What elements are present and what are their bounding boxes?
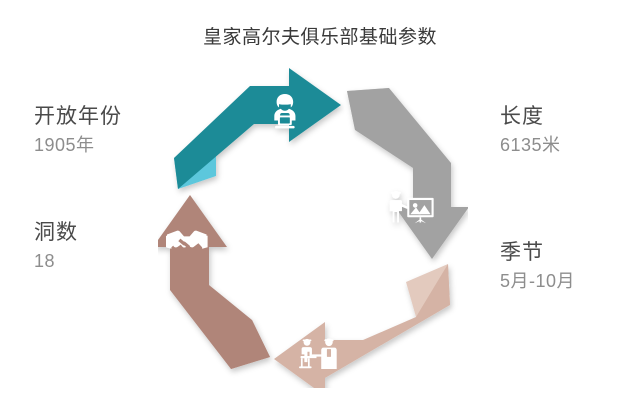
label-length: 长度 6135米 — [500, 104, 561, 158]
label-holes-value: 18 — [34, 251, 56, 271]
label-open-year: 开放年份 1905年 — [34, 104, 122, 158]
right-arrow[interactable] — [347, 88, 468, 259]
top-arrow-body — [174, 68, 341, 189]
label-length-title: 长度 — [500, 105, 544, 128]
label-open-year-title: 开放年份 — [34, 105, 122, 128]
cycle-diagram-svg — [158, 68, 468, 388]
bottom-arrow[interactable] — [274, 264, 450, 388]
left-arrow-body — [158, 195, 270, 369]
bottom-arrow-body — [274, 264, 450, 388]
label-open-year-value: 1905年 — [34, 135, 95, 155]
label-season: 季节 5月-10月 — [500, 240, 575, 294]
label-length-value: 6135米 — [500, 135, 561, 155]
label-holes-title: 洞数 — [34, 221, 78, 244]
top-arrow[interactable] — [174, 68, 341, 189]
label-season-title: 季节 — [500, 241, 544, 264]
right-arrow-body — [347, 88, 468, 259]
label-holes: 洞数 18 — [34, 220, 78, 274]
left-arrow[interactable] — [158, 195, 270, 369]
page-title: 皇家高尔夫俱乐部基础参数 — [202, 27, 437, 48]
cycle-arrow-diagram — [158, 58, 468, 388]
label-season-value: 5月-10月 — [500, 271, 576, 291]
